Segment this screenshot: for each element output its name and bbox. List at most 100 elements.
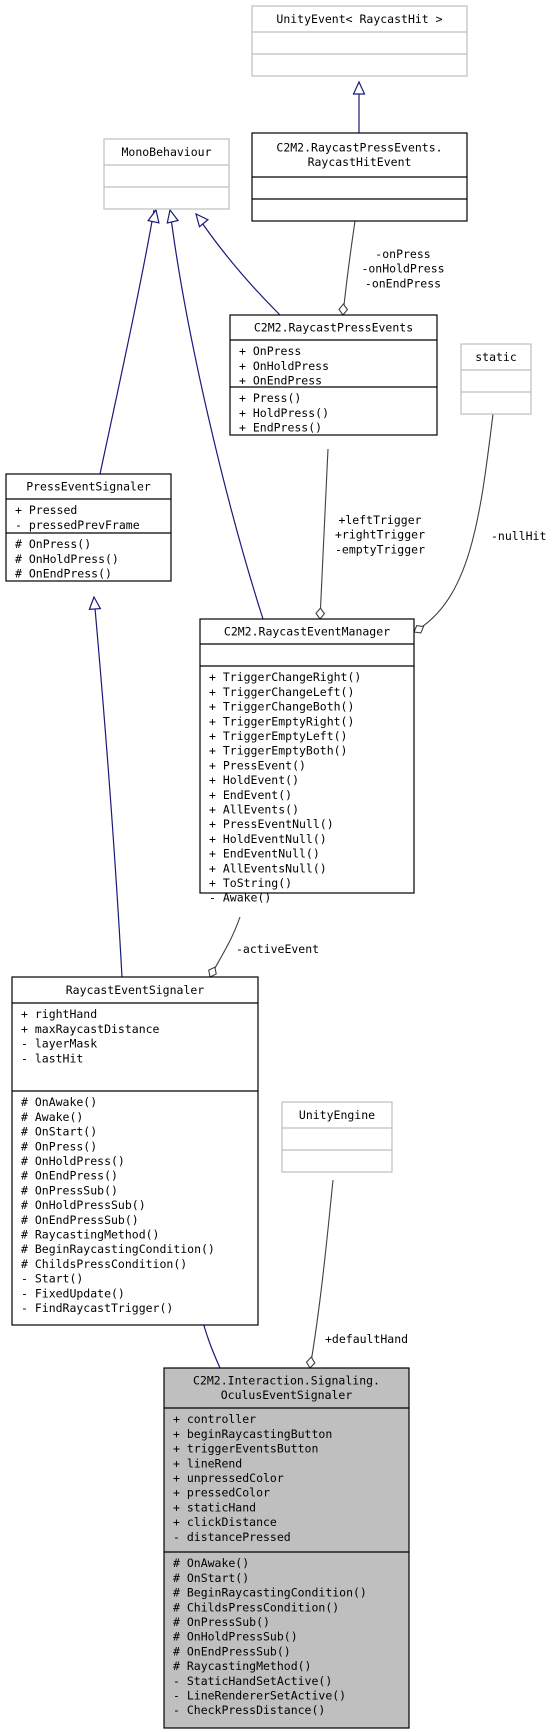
class-attribute: + unpressedColor — [173, 1471, 284, 1485]
class-title: UnityEngine — [299, 1108, 375, 1122]
edge-label-press-events: -onEndPress — [365, 276, 441, 290]
edge-hit-event-to-press-events — [338, 220, 356, 316]
class-method: + EndEventNull() — [209, 847, 320, 861]
class-method: - FindRaycastTrigger() — [21, 1301, 173, 1315]
class-unity-event-raycast-hit[interactable]: UnityEvent< RaycastHit > — [251, 5, 468, 77]
edge-label-triggers: -emptyTrigger — [335, 542, 425, 556]
class-unity-engine[interactable]: UnityEngine — [281, 1101, 393, 1173]
class-method: # BeginRaycastingCondition() — [173, 1586, 367, 1600]
class-attribute: + lineRend — [173, 1456, 242, 1470]
class-method: + ToString() — [209, 876, 292, 890]
class-attribute: + clickDistance — [173, 1515, 277, 1529]
class-box — [281, 1101, 393, 1173]
class-raycast-press-events[interactable]: C2M2.RaycastPressEvents+ OnPress+ OnHold… — [229, 314, 438, 436]
class-method: # OnAwake() — [173, 1556, 249, 1570]
class-attribute: + rightHand — [21, 1007, 97, 1021]
class-method: # ChildsPressCondition() — [173, 1600, 339, 1614]
class-method: # OnHoldPressSub() — [173, 1630, 298, 1644]
class-method: # OnHoldPressSub() — [21, 1198, 146, 1212]
inheritance-arrowhead — [147, 208, 160, 224]
class-box — [163, 1367, 410, 1729]
class-title: UnityEvent< RaycastHit > — [276, 12, 442, 26]
edge-event-manager-to-raycast-signaler — [208, 916, 241, 978]
class-static-class[interactable]: static — [460, 343, 532, 415]
class-title: RaycastEventSignaler — [66, 983, 205, 997]
edge-label-press-events: -onPress — [375, 247, 430, 261]
inheritance-arrowhead — [352, 80, 366, 95]
class-attribute: + staticHand — [173, 1500, 256, 1514]
edge-press-events-to-event-manager — [315, 448, 329, 620]
edge-event-manager-to-mono — [166, 208, 264, 620]
edges — [88, 80, 494, 1369]
class-title: C2M2.RaycastPressEvents — [254, 320, 413, 334]
edge-label-press-events: -onHoldPress — [361, 262, 444, 276]
class-method: - FixedUpdate() — [21, 1286, 125, 1300]
edge-unity-engine-to-oculus — [305, 1179, 334, 1369]
association-diamond — [413, 625, 425, 634]
class-method: + HoldEventNull() — [209, 832, 327, 846]
class-box — [460, 343, 532, 415]
class-method: + AllEvents() — [209, 803, 299, 817]
class-raycast-event-manager[interactable]: C2M2.RaycastEventManager + TriggerChangeR… — [199, 618, 415, 905]
association-diamond — [338, 303, 349, 316]
class-attribute: - pressedPrevFrame — [15, 518, 140, 532]
class-box — [251, 5, 468, 77]
class-method: + AllEventsNull() — [209, 861, 327, 875]
class-method: + TriggerEmptyRight() — [209, 714, 354, 728]
class-method: # OnStart() — [173, 1571, 249, 1585]
class-method: + TriggerChangeBoth() — [209, 700, 354, 714]
class-method: # RaycastingMethod() — [173, 1659, 311, 1673]
class-method: + TriggerChangeRight() — [209, 670, 361, 684]
class-method: # OnEndPress() — [15, 567, 112, 581]
class-method: # Awake() — [21, 1110, 83, 1124]
class-mono-behaviour[interactable]: MonoBehaviour — [103, 138, 230, 210]
class-method: # OnEndPressSub() — [173, 1644, 291, 1658]
class-title: OculusEventSignaler — [221, 1388, 353, 1402]
class-title: C2M2.RaycastPressEvents. — [276, 141, 442, 155]
class-title: PressEventSignaler — [26, 479, 151, 493]
class-attribute: + controller — [173, 1412, 256, 1426]
edge-raycast-signaler-to-press-signaler — [88, 595, 123, 978]
class-raycast-hit-event[interactable]: C2M2.RaycastPressEvents.RaycastHitEvent — [251, 132, 468, 222]
association-diamond — [315, 607, 326, 620]
class-raycast-event-signaler[interactable]: RaycastEventSignaler + rightHand+ maxRayc… — [11, 976, 259, 1326]
class-title: MonoBehaviour — [121, 145, 211, 159]
class-attribute: + pressedColor — [173, 1486, 270, 1500]
class-attribute: - distancePressed — [173, 1530, 291, 1544]
class-method: + TriggerChangeLeft() — [209, 685, 354, 699]
edge-label-triggers: +leftTrigger — [338, 513, 421, 527]
class-attribute: - lastHit — [21, 1051, 83, 1065]
class-box — [199, 618, 415, 894]
class-title: C2M2.Interaction.Signaling. — [193, 1374, 380, 1388]
edge-label-triggers: +rightTrigger — [335, 528, 425, 542]
class-box — [103, 138, 230, 210]
class-attribute: + OnPress — [239, 344, 301, 358]
class-method: + Press() — [239, 391, 301, 405]
class-method: + PressEventNull() — [209, 817, 334, 831]
class-method: + PressEvent() — [209, 758, 306, 772]
class-method: # OnHoldPress() — [21, 1154, 125, 1168]
edge-label-active-event: -activeEvent — [236, 942, 319, 956]
class-method: - StaticHandSetActive() — [173, 1674, 332, 1688]
class-title: RaycastHitEvent — [308, 155, 412, 169]
class-attribute: + maxRaycastDistance — [21, 1022, 160, 1036]
class-title: C2M2.RaycastEventManager — [224, 624, 390, 638]
edge-press-event-signaler-to-mono — [99, 208, 160, 475]
class-attribute: + beginRaycastingButton — [173, 1427, 332, 1441]
inheritance-arrowhead — [195, 212, 210, 228]
class-method: + HoldEvent() — [209, 773, 299, 787]
class-method: - Start() — [21, 1272, 83, 1286]
association-diamond — [208, 966, 217, 978]
class-box — [11, 976, 259, 1326]
class-attribute: - layerMask — [21, 1037, 97, 1051]
class-method: - CheckPressDistance() — [173, 1703, 325, 1717]
class-method: # OnPress() — [15, 537, 91, 551]
class-box — [229, 314, 438, 436]
class-method: # OnPressSub() — [21, 1183, 118, 1197]
edge-static-to-event-manager — [413, 413, 494, 634]
class-oculus-event-signaler[interactable]: C2M2.Interaction.Signaling.OculusEventSi… — [163, 1367, 410, 1729]
edge-raycast-hit-event-to-unity-event — [352, 80, 366, 133]
class-method: # OnAwake() — [21, 1095, 97, 1109]
edge-labels: -onPress-onHoldPress-onEndPress +leftTrig… — [236, 247, 546, 1346]
class-press-event-signaler[interactable]: PressEventSignaler+ Pressed- pressedPrev… — [5, 473, 172, 582]
